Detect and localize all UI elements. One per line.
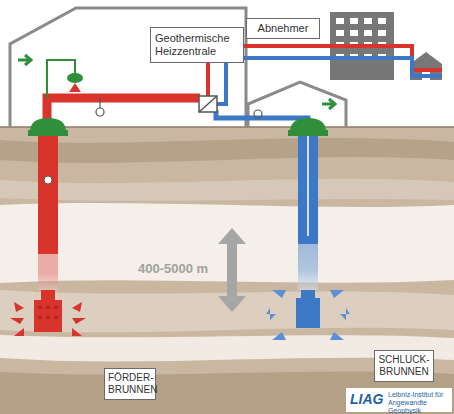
depth-label: 400-5000 m <box>138 262 208 277</box>
well-label-box: FÖRDER- BRUNNEN <box>104 368 156 400</box>
plant-label-box: Geothermische Heizzentrale <box>150 27 244 63</box>
node-text: Geothermische Heizzentrale <box>155 32 239 58</box>
node-text: FÖRDER- BRUNNEN <box>108 372 152 396</box>
logo-text: LIAG <box>350 391 383 407</box>
node-text: SCHLUCK- BRUNNEN <box>378 354 430 378</box>
consumer-label-box: Abnehmer <box>246 18 320 39</box>
logo-subtext: Leibniz-Institut für Angewandte Geophysi… <box>388 391 450 414</box>
well-label-box: SCHLUCK- BRUNNEN <box>374 350 434 382</box>
node-text: Abnehmer <box>250 22 316 35</box>
